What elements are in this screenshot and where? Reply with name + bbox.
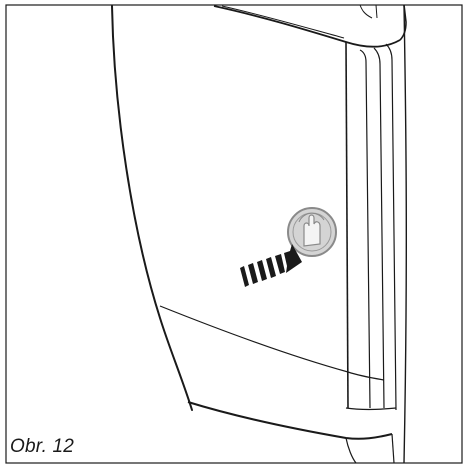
door-top-edge <box>213 5 401 48</box>
cabinet-right-edge <box>403 4 408 464</box>
door-side-line-1 <box>359 49 371 409</box>
figure-caption: Obr. 12 <box>10 436 75 457</box>
cabinet-top-detail <box>359 4 373 19</box>
cabinet-lower-line <box>391 433 395 464</box>
door-top-edge-inner <box>221 5 345 39</box>
press-to-open-icon <box>287 207 337 257</box>
push-direction-arrow-icon <box>240 244 302 287</box>
cabinet-top-tick <box>375 4 378 19</box>
door-bottom-edge <box>187 401 393 440</box>
door-left-edge <box>111 5 193 411</box>
cabinet-lower-curve-1 <box>345 437 357 464</box>
door-bottom-bevel <box>345 407 397 411</box>
door-front-right-edge <box>345 41 349 409</box>
door-side-line-3 <box>385 43 397 411</box>
figure-border <box>5 4 463 464</box>
lower-panel-divider <box>159 305 385 381</box>
door-side-line-2 <box>373 47 385 409</box>
